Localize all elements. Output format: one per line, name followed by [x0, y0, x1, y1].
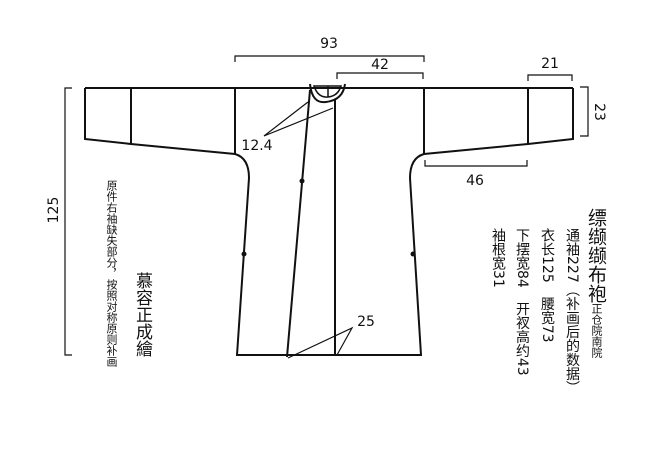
dim-42-label: 42 — [371, 57, 389, 73]
button-dot — [241, 251, 247, 257]
dim-125-label: 125 — [46, 197, 62, 224]
buttons — [241, 178, 416, 257]
dim-12-4-leader — [263, 101, 334, 137]
dim-25-leader — [287, 326, 354, 359]
dim-21-bracket — [527, 74, 573, 81]
dim-46-label: 46 — [466, 173, 484, 189]
dim-12-4-label: 12.4 — [241, 138, 272, 154]
title-source: 正仓院南院 — [590, 303, 603, 358]
dim-25-label: 25 — [357, 314, 375, 330]
dim-46-bracket — [424, 160, 528, 167]
dimension-lines — [64, 55, 589, 359]
spec-line: 下摆宽84 开衩高约43 — [514, 228, 530, 376]
garment-outline — [84, 83, 574, 358]
dim-23-label: 23 — [591, 103, 607, 121]
dim-93-bracket — [234, 55, 425, 62]
spec-line: 袖根宽31 — [490, 228, 506, 288]
spec-line: 衣长125 腰宽73 — [539, 228, 555, 343]
dim-93-label: 93 — [320, 36, 338, 52]
dim-23-bracket — [580, 86, 589, 137]
collar-outer — [309, 83, 346, 104]
overlap-edge — [286, 89, 311, 358]
button-dot — [410, 251, 416, 257]
dim-42-bracket — [336, 72, 424, 79]
author-signature: 慕容正成繪 — [132, 272, 152, 357]
spec-line: 通袖227（补画后的数据） — [564, 228, 580, 395]
garment-title: 缥缬缬布袍正仓院南院 — [583, 208, 610, 358]
dim-125-bracket — [64, 87, 72, 356]
dim-21-label: 21 — [541, 56, 559, 72]
button-dot — [299, 178, 305, 184]
title-main: 缥缬缬布袍 — [585, 208, 607, 303]
body-outline — [84, 88, 574, 356]
note-text: 原件右袖缺失部分，按照对称原则补画 — [105, 180, 118, 367]
